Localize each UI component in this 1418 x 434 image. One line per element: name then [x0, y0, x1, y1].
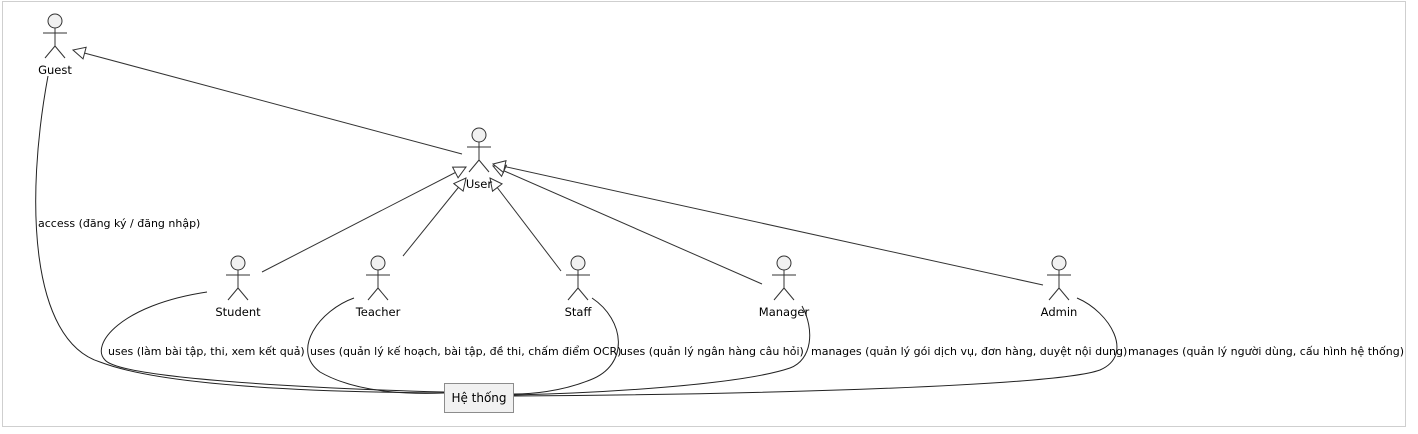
- system-node-label: Hệ thống: [451, 391, 507, 405]
- diagram-frame: [2, 1, 1406, 427]
- generalization-manager-user: [493, 166, 763, 285]
- relation-label-guest: access (đăng ký / đăng nhập): [38, 217, 200, 230]
- relation-label-teacher: uses (quản lý kế hoạch, bài tập, đề thi,…: [310, 345, 621, 358]
- actor-teacher: [366, 255, 390, 301]
- actor-guest: [43, 13, 67, 59]
- actor-user: [467, 127, 491, 173]
- actor-student-label: Student: [215, 305, 261, 319]
- actor-manager: [772, 255, 796, 301]
- generalization-student-user: [261, 167, 466, 273]
- association-manager-system: [513, 305, 811, 396]
- association-admin-system: [513, 297, 1118, 397]
- actor-admin-label: Admin: [1041, 305, 1078, 319]
- actor-guest-label: Guest: [38, 63, 72, 77]
- association-staff-system: [513, 297, 619, 395]
- actor-staff: [566, 255, 590, 301]
- association-guest-system: [35, 75, 445, 394]
- relation-label-admin: manages (quản lý người dùng, cấu hình hệ…: [1128, 345, 1404, 358]
- association-student-system: [100, 291, 445, 393]
- actor-student: [226, 255, 250, 301]
- actor-staff-label: Staff: [565, 305, 593, 319]
- system-node: Hệ thống: [444, 383, 514, 413]
- generalization-teacher-user: [402, 178, 466, 257]
- actor-manager-label: Manager: [759, 305, 810, 319]
- relation-label-student: uses (làm bài tập, thi, xem kết quả): [108, 345, 305, 358]
- generalization-admin-user: [493, 164, 1044, 286]
- association-teacher-system: [307, 297, 445, 394]
- actor-admin: [1047, 255, 1071, 301]
- relation-label-staff: uses (quản lý ngân hàng câu hỏi): [620, 345, 804, 358]
- generalization-user-guest: [73, 50, 463, 155]
- actor-user-label: User: [466, 177, 492, 191]
- generalization-staff-user: [490, 178, 562, 272]
- relation-label-manager: manages (quản lý gói dịch vụ, đơn hàng, …: [811, 345, 1127, 358]
- actor-teacher-label: Teacher: [355, 305, 401, 319]
